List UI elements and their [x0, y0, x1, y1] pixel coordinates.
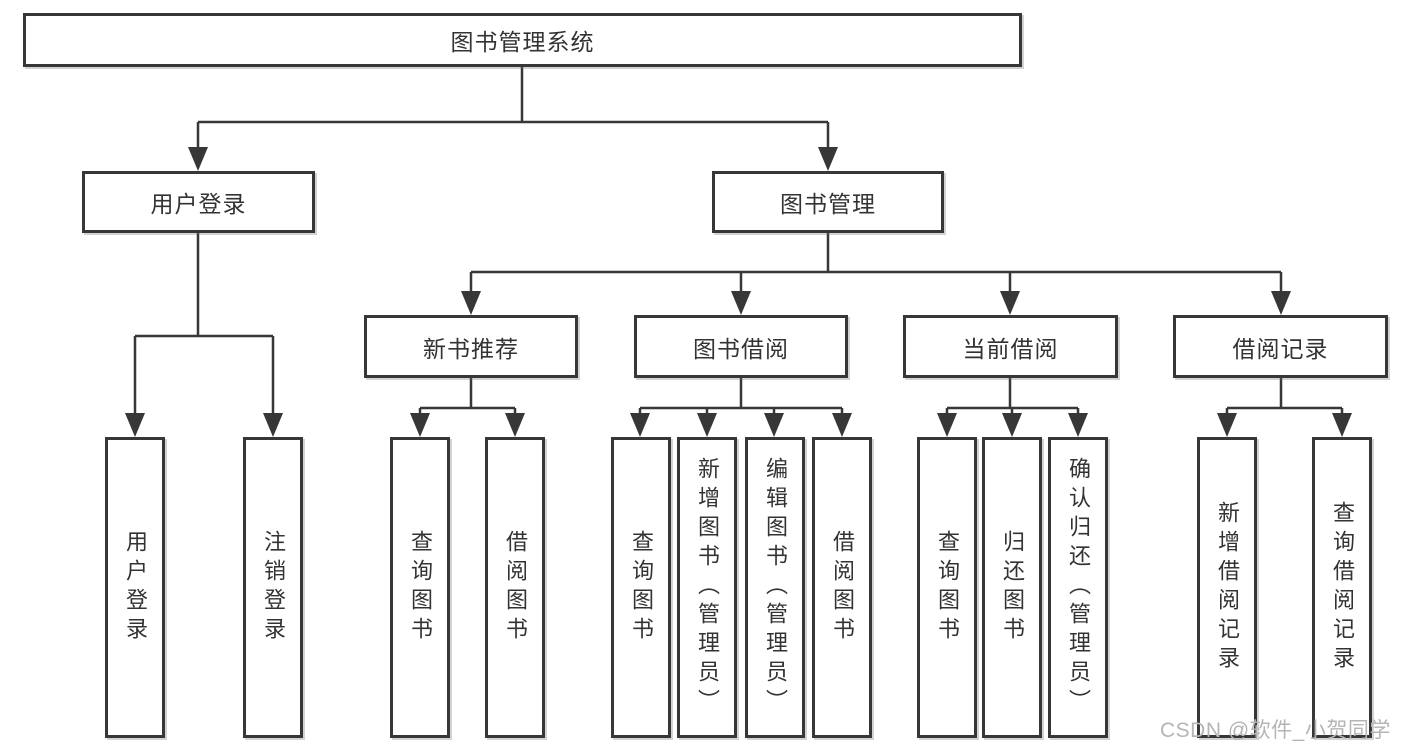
leaf-return-books: 归还图书 — [982, 437, 1042, 738]
leaf-logout: 注销登录 — [243, 437, 303, 738]
node-user-login: 用户登录 — [82, 171, 315, 233]
csdn-watermark: CSDN @软件_小贺同学 — [1160, 719, 1391, 742]
node-new-book-recommend: 新书推荐 — [364, 315, 578, 378]
node-borrow-records: 借阅记录 — [1173, 315, 1388, 378]
leaf-edit-books-admin: 编辑图书（管理员） — [745, 437, 805, 738]
node-book-management: 图书管理 — [712, 171, 944, 233]
leaf-query-borrow-record: 查询借阅记录 — [1312, 437, 1372, 738]
node-root-library-system: 图书管理系统 — [23, 13, 1022, 67]
leaf-borrow-books-recommend: 借阅图书 — [485, 437, 545, 738]
leaf-query-books-recommend: 查询图书 — [390, 437, 450, 738]
leaf-confirm-return-admin: 确认归还（管理员） — [1048, 437, 1108, 738]
node-book-borrow: 图书借阅 — [634, 315, 848, 378]
leaf-query-books-borrow: 查询图书 — [611, 437, 671, 738]
node-current-borrow: 当前借阅 — [903, 315, 1118, 378]
leaf-borrow-books: 借阅图书 — [812, 437, 872, 738]
leaf-user-login: 用户登录 — [105, 437, 165, 738]
leaf-add-borrow-record: 新增借阅记录 — [1197, 437, 1257, 738]
leaf-query-books-current: 查询图书 — [917, 437, 977, 738]
leaf-add-books-admin: 新增图书（管理员） — [677, 437, 737, 738]
